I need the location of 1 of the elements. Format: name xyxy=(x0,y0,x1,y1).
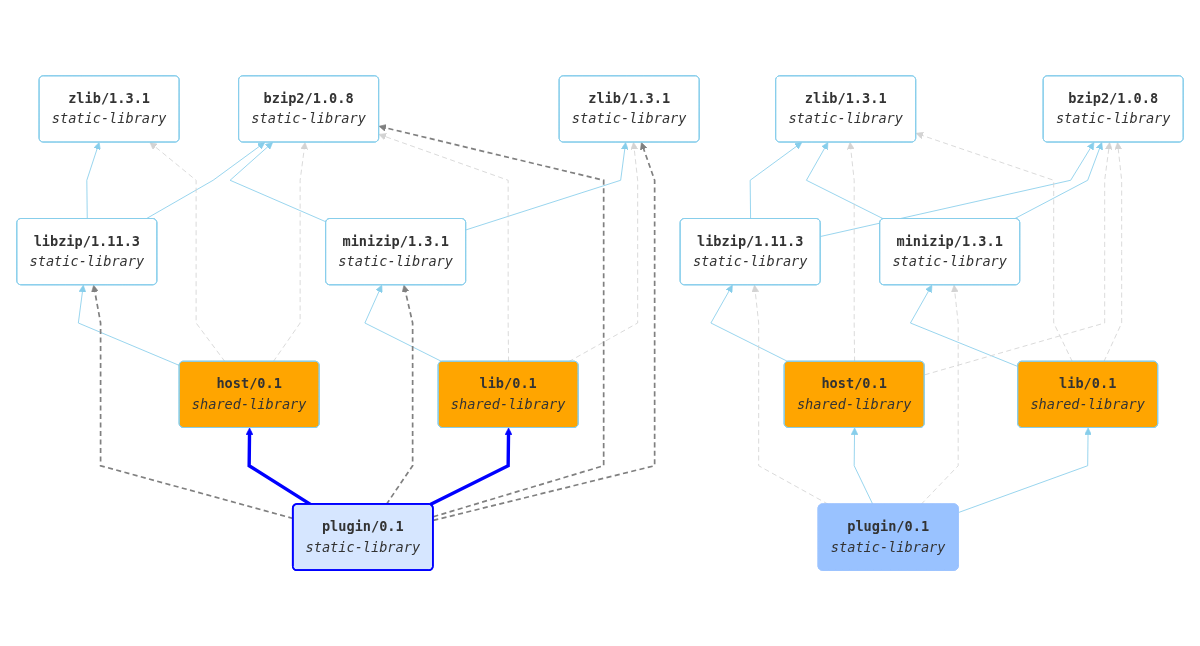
arrow xyxy=(429,427,513,507)
